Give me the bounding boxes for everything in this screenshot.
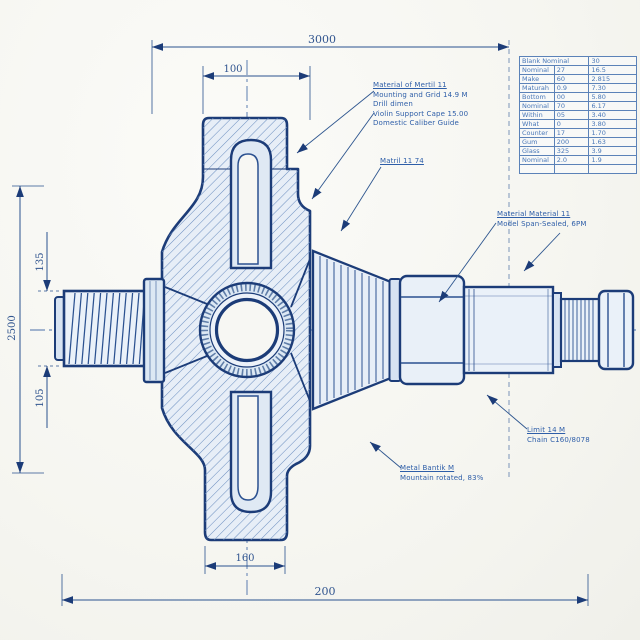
cell-name: Maturah xyxy=(519,83,555,93)
cell-v2: 16.5 xyxy=(588,65,637,75)
table-row: Bottom 00 5.80 xyxy=(519,92,637,102)
dim-left-upper: 135 xyxy=(35,252,46,271)
annotation-line: Limit 14 M xyxy=(527,426,566,434)
annotation-line: Matril 11 74 xyxy=(380,157,424,165)
cell-name: Nominal xyxy=(519,101,555,111)
dim-bottom-inner: 160 xyxy=(235,553,254,564)
shaft-threaded-end xyxy=(552,292,601,368)
end-nut xyxy=(597,289,635,371)
dim-bottom: 200 xyxy=(315,585,336,598)
annotation-line: Mountain rotated, 83% xyxy=(400,473,484,482)
dimension-lines xyxy=(12,40,589,606)
cell-name: Gum xyxy=(519,137,555,147)
cell-v2: 3.9 xyxy=(588,146,637,156)
annotation-line: Material Material 11 xyxy=(497,210,571,218)
cell-name: Make xyxy=(519,74,555,84)
cell-v1: 0.9 xyxy=(553,83,590,93)
table-row: Nominal 2.0 1.9 xyxy=(519,155,637,165)
annotation-line: Drill dimen xyxy=(373,100,413,108)
annotation-line: Violin Support Cape 15.00 xyxy=(373,109,469,118)
spec-table: Blank Nominal 30 Nominal 27 16.5 Make 60… xyxy=(518,56,637,174)
cell-v1: 70 xyxy=(553,101,590,111)
annotation-line: Metal Bantik M xyxy=(400,464,455,472)
table-row xyxy=(519,164,637,174)
cell-v1 xyxy=(553,164,590,174)
table-row: Make 60 2.815 xyxy=(519,74,637,84)
tapered-cone xyxy=(311,249,398,411)
cell-v1: 2.0 xyxy=(553,155,590,165)
cell-v1: 00 xyxy=(553,92,590,102)
table-row: What 0 3.80 xyxy=(519,119,637,129)
cell-v1: 17 xyxy=(553,128,590,138)
annotation-mid-label: Matril 11 74 xyxy=(380,157,424,167)
cell-v1: 27 xyxy=(553,65,590,75)
annotation-line: Model Span-Sealed, 6PM xyxy=(497,219,587,228)
dim-top: 3000 xyxy=(308,33,336,46)
annotation-line: Mounting and Grid 14.9 M xyxy=(373,90,468,99)
cell-v1: 05 xyxy=(553,110,590,120)
table-row: Within 05 3.40 xyxy=(519,110,637,120)
dim-left-lower: 105 xyxy=(35,388,46,407)
cell-v1: 0 xyxy=(553,119,590,129)
cell-v2: 5.80 xyxy=(588,92,637,102)
spec-table-header-row: Blank Nominal 30 xyxy=(518,56,637,66)
spec-header-value: 30 xyxy=(588,56,637,66)
cell-name: Glass xyxy=(519,146,555,156)
slot-top xyxy=(229,138,273,270)
annotation-line: Material of Mertil 11 xyxy=(373,81,447,89)
cell-v2: 7.30 xyxy=(588,83,637,93)
table-row: Nominal 70 6.17 xyxy=(519,101,637,111)
table-row: Counter 17 1.70 xyxy=(519,128,637,138)
hex-fitting xyxy=(388,274,466,386)
threaded-stud xyxy=(54,277,166,384)
annotation-bottom-block: Metal Bantik M Mountain rotated, 83% xyxy=(400,464,484,483)
cell-name: Nominal xyxy=(519,155,555,165)
table-row: Nominal 27 16.5 xyxy=(519,65,637,75)
cell-name xyxy=(519,164,555,174)
dim-left-outer: 2500 xyxy=(7,315,18,340)
cell-v2: 6.17 xyxy=(588,101,637,111)
cell-v2 xyxy=(588,164,637,174)
cell-name: Bottom xyxy=(519,92,555,102)
cell-v2: 2.815 xyxy=(588,74,637,84)
cell-v2: 1.70 xyxy=(588,128,637,138)
leader-lines xyxy=(296,90,561,469)
table-row: Gum 200 1.63 xyxy=(519,137,637,147)
annotation-lower-right-block: Limit 14 M Chain C160/8078 xyxy=(527,426,590,445)
shaft-cylinder xyxy=(462,285,555,375)
annotation-top-block: Material of Mertil 11 Mounting and Grid … xyxy=(373,81,468,129)
slot-bottom xyxy=(229,390,273,514)
spec-header-name: Blank Nominal xyxy=(518,56,590,66)
table-row: Maturah 0.9 7.30 xyxy=(519,83,637,93)
cell-v2: 3.80 xyxy=(588,119,637,129)
cell-v2: 3.40 xyxy=(588,110,637,120)
cell-v1: 60 xyxy=(553,74,590,84)
dim-top-inner: 100 xyxy=(223,64,242,75)
annotation-line: Chain C160/8078 xyxy=(527,435,590,444)
cell-v2: 1.63 xyxy=(588,137,637,147)
cell-v1: 200 xyxy=(553,137,590,147)
cell-v2: 1.9 xyxy=(588,155,637,165)
annotation-line: Domestic Caliber Guide xyxy=(373,119,459,127)
cell-name: What xyxy=(519,119,555,129)
annotation-right-block: Material Material 11 Model Span-Sealed, … xyxy=(497,210,587,229)
hub-bore xyxy=(198,281,296,379)
cell-v1: 325 xyxy=(553,146,590,156)
cell-name: Within xyxy=(519,110,555,120)
cell-name: Counter xyxy=(519,128,555,138)
cell-name: Nominal xyxy=(519,65,555,75)
table-row: Glass 325 3.9 xyxy=(519,146,637,156)
dimension-labels: 3000 100 135 2500 105 160 200 xyxy=(7,33,336,598)
